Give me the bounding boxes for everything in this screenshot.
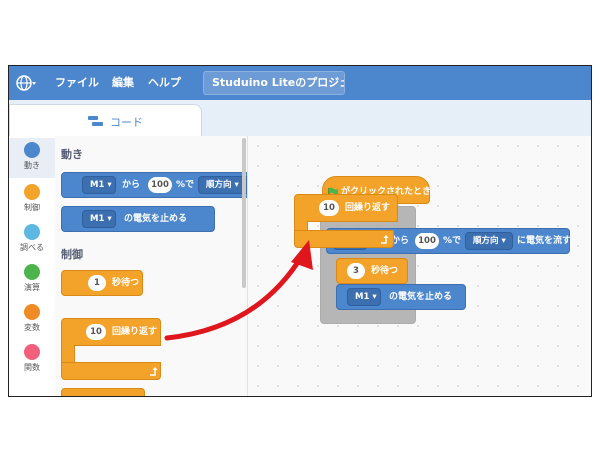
motor-dropdown-value: M1 bbox=[355, 292, 370, 302]
motor-dropdown-value: M1 bbox=[90, 214, 105, 224]
stop-motor-label: の電気を止める bbox=[124, 214, 188, 224]
run-motor-label: に電気を流す bbox=[517, 236, 572, 246]
category-operators-dot bbox=[24, 264, 40, 280]
tab-code-label: コード bbox=[110, 116, 143, 129]
category-functions[interactable]: 関数 bbox=[9, 340, 55, 380]
category-label: 動き bbox=[24, 161, 40, 170]
category-label: 変数 bbox=[24, 323, 40, 332]
from-label: から bbox=[391, 236, 410, 246]
palette-repeat-block[interactable]: 10 回繰り返す bbox=[61, 318, 161, 346]
wait-seconds-input[interactable]: 1 bbox=[88, 275, 106, 291]
direction-dropdown[interactable]: 順方向 ▾ bbox=[198, 176, 247, 194]
palette-scrollbar[interactable] bbox=[242, 138, 246, 288]
palette-heading-motion: 動き bbox=[61, 148, 83, 161]
motor-dropdown[interactable]: M1 ▾ bbox=[347, 288, 381, 306]
tab-bar: コード bbox=[9, 100, 591, 136]
dragged-repeat-bottom bbox=[294, 230, 394, 248]
category-sensing[interactable]: 調べる bbox=[9, 220, 55, 260]
project-title-field[interactable]: Studuino Liteのプロジェ... bbox=[203, 71, 345, 95]
motor-stop-block[interactable]: M1 ▾ の電気を止める bbox=[336, 284, 466, 310]
wait-label: 秒待つ bbox=[112, 278, 140, 288]
category-label: 制御 bbox=[24, 203, 40, 212]
loop-arrow-icon bbox=[150, 367, 158, 376]
language-globe-icon[interactable] bbox=[15, 73, 37, 93]
loop-arrow-icon bbox=[381, 235, 389, 244]
wait-seconds-input[interactable]: 3 bbox=[347, 263, 365, 279]
menu-bar: ファイル 編集 ヘルプ Studuino Liteのプロジェ... bbox=[9, 66, 591, 100]
category-label: 演算 bbox=[24, 283, 40, 292]
palette-heading-control: 制御 bbox=[61, 248, 83, 261]
app-window: ファイル 編集 ヘルプ Studuino Liteのプロジェ... コード 動き… bbox=[8, 65, 592, 397]
palette-next-block[interactable] bbox=[61, 388, 145, 396]
category-variables[interactable]: 変数 bbox=[9, 300, 55, 340]
percent-label: %で bbox=[176, 180, 195, 190]
wait-label: 秒待つ bbox=[371, 266, 399, 276]
code-blocks-icon bbox=[88, 116, 103, 126]
category-operators[interactable]: 演算 bbox=[9, 260, 55, 300]
flag-clicked-label: がクリックされたとき bbox=[341, 187, 432, 197]
dragged-repeat-block[interactable]: 10 回繰り返す bbox=[294, 194, 398, 222]
palette-motor-run-block[interactable]: M1 ▾ から 100 %で 順方向 ▾ bbox=[61, 172, 247, 198]
block-palette: 動き M1 ▾ から 100 %で 順方向 ▾ M1 ▾ の電気を止める 制御 … bbox=[55, 136, 248, 396]
repeat-count-input[interactable]: 10 bbox=[86, 324, 106, 340]
motor-dropdown-value: M1 bbox=[90, 180, 105, 190]
speed-input[interactable]: 100 bbox=[148, 177, 172, 193]
menu-file[interactable]: ファイル bbox=[55, 76, 99, 89]
category-sensing-dot bbox=[24, 224, 40, 240]
dragged-repeat-arm bbox=[294, 221, 308, 231]
stop-motor-label: の電気を止める bbox=[389, 292, 453, 302]
category-control-dot bbox=[24, 184, 40, 200]
percent-label: %で bbox=[443, 236, 462, 246]
menu-help[interactable]: ヘルプ bbox=[148, 76, 181, 89]
category-functions-dot bbox=[24, 344, 40, 360]
repeat-label: 回繰り返す bbox=[112, 327, 158, 337]
wait-block[interactable]: 3 秒待つ bbox=[336, 258, 408, 284]
direction-dropdown-value: 順方向 bbox=[473, 236, 499, 246]
palette-wait-block[interactable]: 1 秒待つ bbox=[61, 270, 143, 296]
category-variables-dot bbox=[24, 304, 40, 320]
palette-repeat-arm bbox=[61, 345, 75, 363]
direction-dropdown-value: 順方向 bbox=[206, 180, 232, 190]
category-motion[interactable]: 動き bbox=[9, 138, 55, 178]
speed-input[interactable]: 100 bbox=[415, 233, 439, 249]
motor-dropdown[interactable]: M1 ▾ bbox=[82, 210, 116, 228]
category-motion-dot bbox=[24, 142, 40, 158]
category-label: 調べる bbox=[20, 243, 44, 252]
from-label: から bbox=[122, 180, 141, 190]
direction-dropdown[interactable]: 順方向 ▾ bbox=[465, 232, 513, 250]
drag-direction-arrow-icon bbox=[164, 240, 313, 341]
category-control[interactable]: 制御 bbox=[9, 180, 55, 220]
repeat-count-input[interactable]: 10 bbox=[319, 200, 339, 216]
category-label: 関数 bbox=[24, 363, 40, 372]
tab-code[interactable]: コード bbox=[9, 104, 202, 136]
palette-motor-stop-block[interactable]: M1 ▾ の電気を止める bbox=[61, 206, 215, 232]
palette-repeat-bottom bbox=[61, 362, 161, 380]
category-menu: 動き 制御 調べる 演算 変数 関数 bbox=[9, 136, 56, 396]
motor-dropdown[interactable]: M1 ▾ bbox=[82, 176, 116, 194]
repeat-label: 回繰り返す bbox=[345, 203, 391, 213]
menu-edit[interactable]: 編集 bbox=[112, 76, 134, 89]
